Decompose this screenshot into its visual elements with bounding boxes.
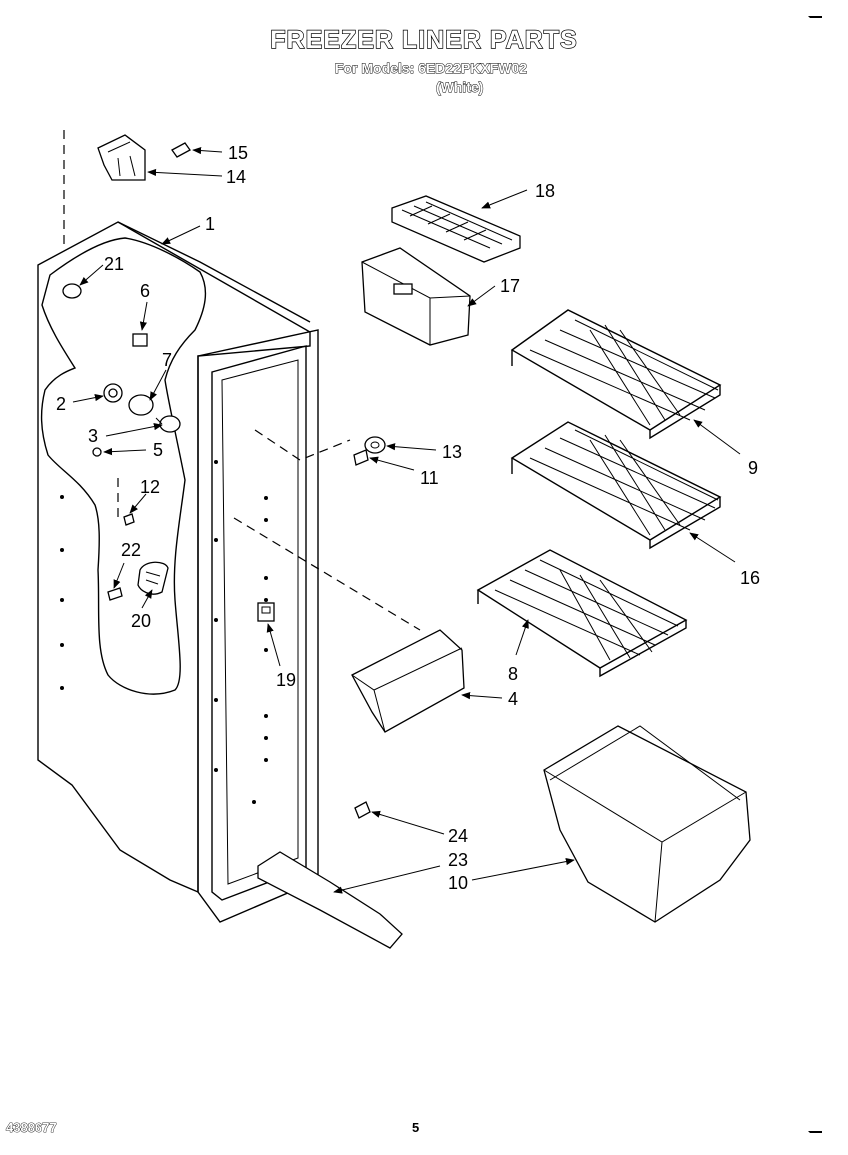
callout-14: 14 (226, 167, 246, 187)
callout-17: 17 (500, 276, 520, 296)
screw-24 (354, 801, 371, 819)
callout-9: 9 (748, 458, 758, 478)
freezer-basket-10 (543, 725, 751, 923)
document-number: 4388677 (6, 1120, 57, 1136)
switch-19 (257, 602, 275, 622)
freezer-liner (37, 221, 319, 923)
cover-bracket (97, 134, 146, 181)
callout-5: 5 (153, 440, 163, 460)
callout-6: 6 (140, 281, 150, 301)
wire-shelf-16 (510, 421, 722, 550)
wire-shelf-9 (510, 309, 722, 440)
callout-21: 21 (104, 254, 124, 274)
callout-8: 8 (508, 664, 518, 684)
guide-line-11 (254, 429, 351, 461)
corner-marks (808, 16, 822, 1133)
callout-22: 22 (121, 540, 141, 560)
screw-22 (107, 587, 123, 601)
screw-12 (123, 513, 135, 526)
callout-18: 18 (535, 181, 555, 201)
color-variant: (White) (436, 79, 484, 96)
screw-5 (92, 447, 102, 457)
wire-shelf-8 (476, 549, 688, 678)
guide-line-4 (233, 517, 421, 631)
control-assembly-20 (137, 561, 169, 595)
bottom-bracket-23 (257, 851, 403, 949)
page-number: 5 (412, 1120, 420, 1135)
callout-7: 7 (162, 350, 172, 370)
ice-tray-18 (391, 195, 521, 263)
callout-10: 10 (448, 873, 468, 893)
clip-6 (132, 333, 148, 347)
light-cover-7 (128, 394, 154, 416)
callout-2: 2 (56, 394, 66, 414)
callout-20: 20 (131, 611, 151, 631)
callout-16: 16 (740, 568, 760, 588)
callout-1: 1 (205, 214, 215, 234)
screw-11 (353, 449, 369, 466)
callout-labels: 15 14 1 21 6 7 2 3 5 12 22 20 19 13 11 1… (56, 143, 760, 893)
callout-12: 12 (140, 477, 160, 497)
callout-4: 4 (508, 689, 518, 709)
callout-leaders (72, 146, 741, 894)
ice-bin-17 (361, 247, 471, 346)
callout-19: 19 (276, 670, 296, 690)
plug-21 (62, 283, 82, 299)
shelf-support-4 (351, 629, 465, 733)
bracket-13 (364, 436, 386, 454)
light-bulb-3 (155, 415, 181, 433)
callout-11: 11 (420, 468, 439, 488)
model-subtitle: For Models: 6ED22PKXFW02 (334, 60, 528, 77)
callout-15: 15 (228, 143, 248, 163)
callout-24: 24 (448, 826, 468, 846)
page-title: FREEZER LINER PARTS (270, 25, 578, 54)
screw-15 (171, 142, 191, 158)
callout-13: 13 (442, 442, 462, 462)
callout-23: 23 (448, 850, 468, 870)
callout-3: 3 (88, 426, 98, 446)
light-socket-2 (103, 383, 123, 403)
